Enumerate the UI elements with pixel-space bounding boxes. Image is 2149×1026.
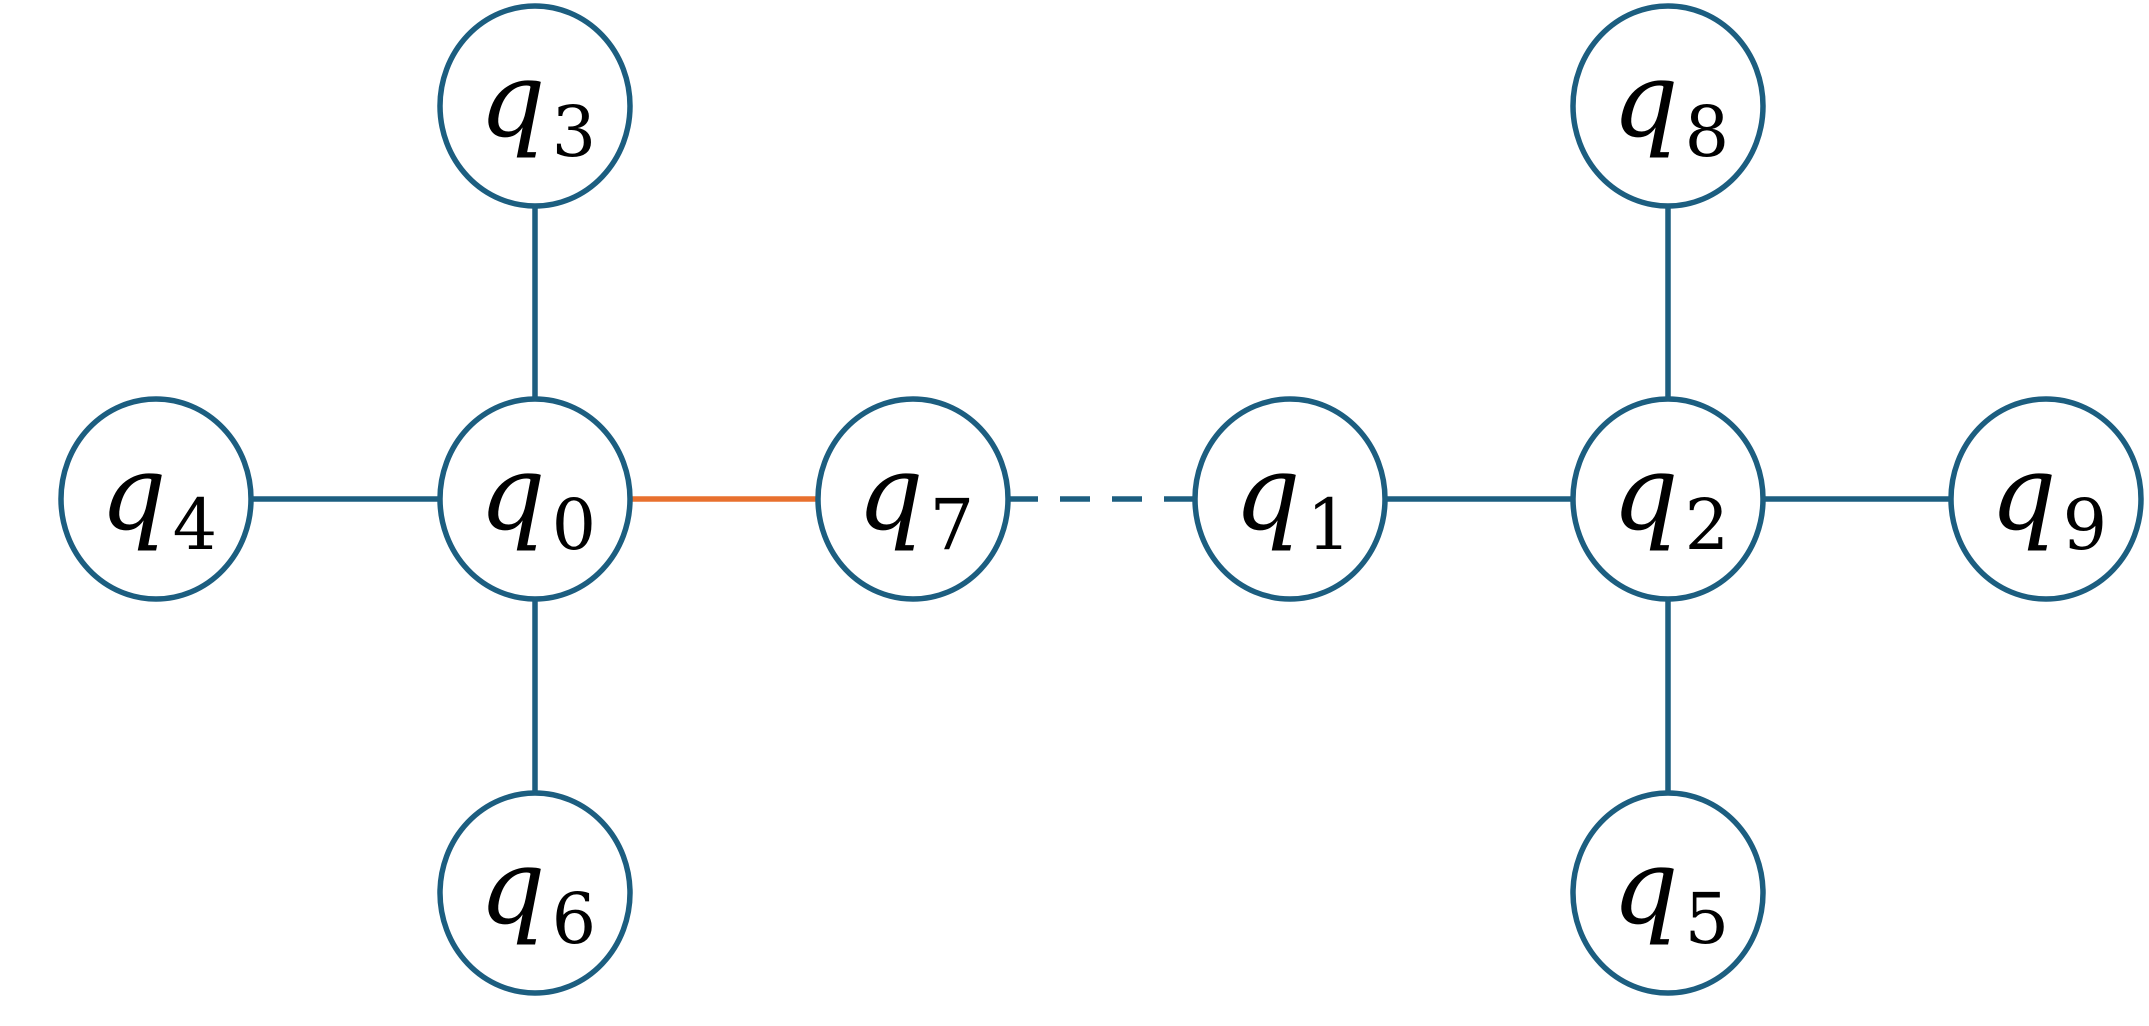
node-q5: q5 bbox=[1570, 790, 1766, 996]
node-label-letter: q bbox=[1612, 432, 1679, 554]
node-q0: q0 bbox=[437, 396, 633, 602]
node-circle bbox=[1570, 790, 1766, 996]
node-q2: q2 bbox=[1570, 396, 1766, 602]
node-label-letter: q bbox=[1612, 39, 1679, 161]
node-q9: q9 bbox=[1948, 396, 2144, 602]
node-q7: q7 bbox=[815, 396, 1011, 602]
node-label-letter: q bbox=[479, 826, 546, 948]
node-label-subscript: 6 bbox=[552, 878, 597, 960]
node-label: q3 bbox=[479, 39, 596, 173]
node-q4: q4 bbox=[58, 396, 254, 602]
node-label-letter: q bbox=[1234, 432, 1301, 554]
node-label-subscript: 4 bbox=[173, 484, 218, 566]
node-label-subscript: 5 bbox=[1685, 878, 1730, 960]
node-label-subscript: 3 bbox=[552, 91, 597, 173]
node-label: q4 bbox=[100, 432, 217, 566]
edges-layer bbox=[251, 206, 1951, 793]
node-circle bbox=[815, 396, 1011, 602]
node-circle bbox=[1948, 396, 2144, 602]
node-label: q7 bbox=[857, 432, 974, 566]
node-q1: q1 bbox=[1192, 396, 1388, 602]
node-label-subscript: 1 bbox=[1307, 484, 1352, 566]
node-label-letter: q bbox=[100, 432, 167, 554]
node-circle bbox=[437, 3, 633, 209]
node-q6: q6 bbox=[437, 790, 633, 996]
node-label-letter: q bbox=[1990, 432, 2057, 554]
node-label-subscript: 0 bbox=[552, 484, 597, 566]
node-label-subscript: 9 bbox=[2063, 484, 2108, 566]
node-label: q1 bbox=[1234, 432, 1351, 566]
node-label-letter: q bbox=[1612, 826, 1679, 948]
node-circle bbox=[58, 396, 254, 602]
node-label: q2 bbox=[1612, 432, 1729, 566]
node-label: q6 bbox=[479, 826, 596, 960]
node-circle bbox=[1192, 396, 1388, 602]
node-label: q9 bbox=[1990, 432, 2107, 566]
node-q8: q8 bbox=[1570, 3, 1766, 209]
node-label-subscript: 8 bbox=[1685, 91, 1730, 173]
node-label-subscript: 2 bbox=[1685, 484, 1730, 566]
node-circle bbox=[1570, 3, 1766, 209]
node-label-letter: q bbox=[479, 39, 546, 161]
node-circle bbox=[437, 396, 633, 602]
node-label: q0 bbox=[479, 432, 596, 566]
node-label: q8 bbox=[1612, 39, 1729, 173]
node-q3: q3 bbox=[437, 3, 633, 209]
node-circle bbox=[1570, 396, 1766, 602]
node-label-subscript: 7 bbox=[930, 484, 975, 566]
node-label-letter: q bbox=[857, 432, 924, 554]
node-circle bbox=[437, 790, 633, 996]
node-label: q5 bbox=[1612, 826, 1729, 960]
node-label-letter: q bbox=[479, 432, 546, 554]
